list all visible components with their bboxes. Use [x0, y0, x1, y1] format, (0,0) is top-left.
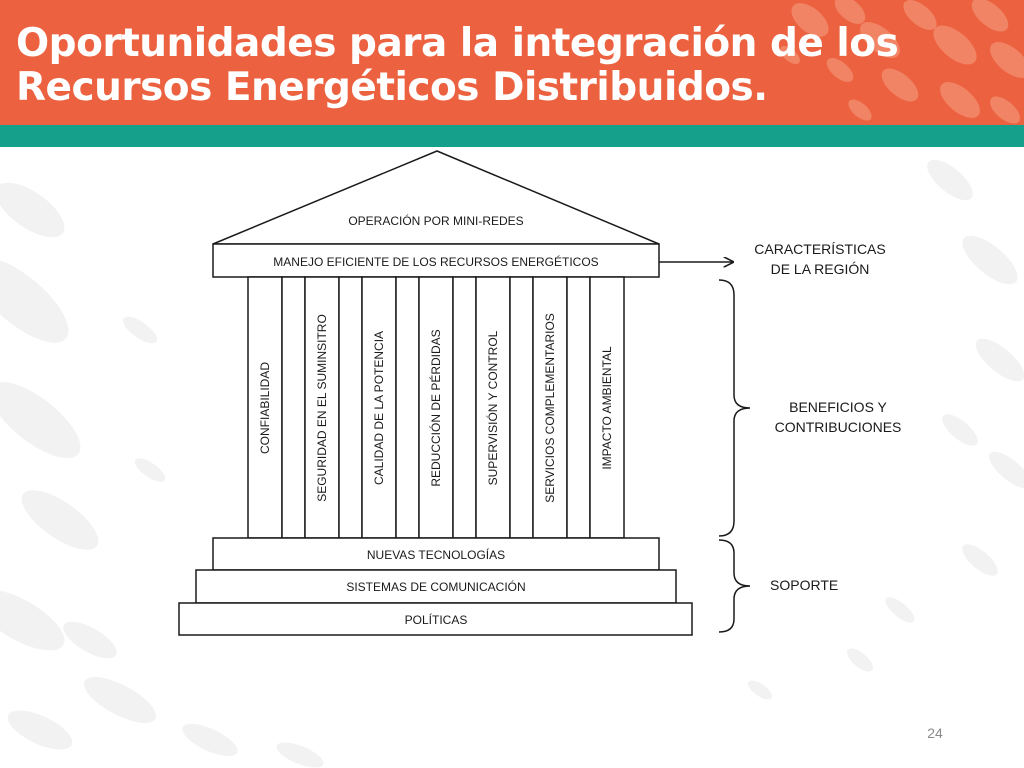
header-dot-pattern — [780, 0, 1024, 124]
title-bar: Oportunidades para la integración de los… — [0, 0, 1024, 125]
slide-title-line-2: Recursos Energéticos Distribuidos. — [16, 65, 768, 110]
benefits-brace — [718, 279, 751, 537]
pillar-gap — [452, 276, 477, 539]
pillar-gap — [281, 276, 306, 539]
benefits-label-line-1: BENEFICIOS Y — [789, 399, 887, 415]
step-label: POLÍTICAS — [405, 612, 468, 627]
step-label: SISTEMAS DE COMUNICACIÓN — [346, 579, 525, 594]
pillar-box — [247, 276, 283, 539]
support-label: SOPORTE — [770, 577, 838, 593]
pillar-label: IMPACTO AMBIENTAL — [600, 346, 614, 470]
beam-label: MANEJO EFICIENTE DE LOS RECURSOS ENERGÉT… — [273, 254, 598, 269]
slide-title-line-1: Oportunidades para la integración de los — [16, 21, 899, 66]
support-brace — [718, 539, 751, 633]
pillar-gap — [395, 276, 420, 539]
region-label-line-2: DE LA REGIÓN — [771, 261, 870, 277]
roof-label: OPERACIÓN POR MINI-REDES — [348, 213, 523, 228]
pillar-group: CONFIABILIDAD SEGURIDAD EN EL SUMINSITRO… — [247, 276, 625, 539]
pillar-box — [589, 276, 625, 539]
step-box — [178, 602, 693, 636]
region-label-line-1: CARACTERÍSTICAS — [754, 241, 885, 257]
pillar-label: SERVICIOS COMPLEMENTARIOS — [543, 313, 557, 503]
beam-box — [212, 243, 660, 278]
step-box — [195, 569, 677, 604]
slide-title: Oportunidades para la integración de los… — [16, 22, 976, 110]
pillar-label: SUPERVISIÓN Y CONTROL — [485, 330, 500, 485]
page-number: 24 — [927, 725, 943, 741]
pillar-gap — [566, 276, 591, 539]
step-box — [212, 537, 660, 571]
pillar-gap — [509, 276, 534, 539]
pillar-label: CONFIABILIDAD — [258, 362, 272, 454]
pillar-box — [418, 276, 454, 539]
step-label: NUEVAS TECNOLOGÍAS — [367, 547, 505, 562]
benefits-label-line-2: CONTRIBUCIONES — [775, 419, 902, 435]
pillar-label: SEGURIDAD EN EL SUMINSITRO — [315, 314, 329, 502]
roof-triangle — [212, 150, 660, 245]
pillar-box — [304, 276, 340, 539]
pillar-box — [361, 276, 397, 539]
pillar-label: REDUCCIÓN DE PÉRDIDAS — [428, 329, 443, 486]
pillar-label: CALIDAD DE LA POTENCIA — [372, 331, 386, 485]
pillar-gap — [338, 276, 363, 539]
accent-band — [0, 125, 1024, 147]
